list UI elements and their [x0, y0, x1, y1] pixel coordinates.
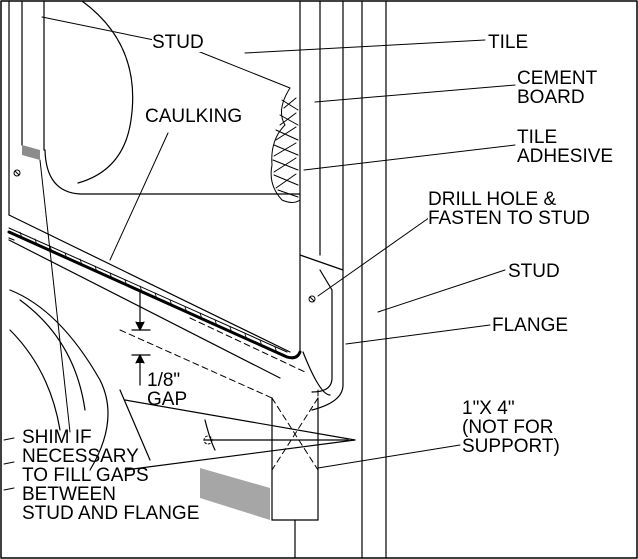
label-tile-adhesive-line2: ADHESIVE: [517, 146, 614, 167]
label-cement-board-line1: CEMENT: [517, 68, 598, 89]
label-drill-hole-line1: DRILL HOLE &: [428, 189, 557, 210]
label-shim: SHIM IF NECESSARY TO FILL GAPS BETWEEN S…: [22, 428, 199, 523]
tub-deck: [8, 214, 291, 379]
label-gap-line2: GAP: [147, 389, 188, 410]
screw-left: [13, 169, 21, 177]
label-shim-line1: SHIM IF: [22, 427, 92, 448]
label-tile-adhesive: TILE ADHESIVE: [517, 127, 614, 167]
label-tile-adhesive-line1: TILE: [517, 127, 558, 148]
label-cement-board: CEMENT BOARD: [517, 68, 598, 108]
right-stud: [342, 0, 387, 559]
label-board-line1: 1"X 4": [462, 398, 515, 419]
label-gap-line1: 1/8": [147, 370, 181, 391]
shim-ticks: [3, 437, 15, 491]
left-stud: [8, 0, 45, 216]
shim-bottom: [200, 468, 270, 520]
label-gap: 1/8" GAP: [147, 371, 187, 409]
shim-top: [22, 145, 40, 160]
label-cement-board-line2: BOARD: [517, 87, 585, 108]
tile-wall: [299, 0, 344, 353]
label-tile: TILE: [488, 32, 529, 53]
label-shim-line4: BETWEEN: [22, 484, 116, 505]
screw-flange: [308, 295, 316, 303]
leader-lines: [39, 16, 516, 469]
tub-wall: [44, 0, 301, 195]
label-drill-hole-line2: FASTEN TO STUD: [428, 208, 590, 229]
label-flange: FLANGE: [492, 315, 569, 336]
caulking-bead: [7, 227, 302, 360]
tub-curves: [9, 289, 216, 471]
label-drill-hole: DRILL HOLE & FASTEN TO STUD: [428, 190, 590, 228]
label-board-line2: (NOT FOR: [462, 417, 554, 438]
label-stud-right: STUD: [508, 261, 560, 282]
label-shim-line2: NECESSARY: [22, 446, 139, 467]
label-board-line3: SUPPORT): [462, 436, 560, 457]
label-stud-top: STUD: [152, 32, 204, 53]
label-shim-line3: TO FILL GAPS: [22, 465, 149, 486]
label-caulking: CAULKING: [145, 106, 243, 127]
tile-adhesive: [270, 87, 301, 203]
gap-dimension: [131, 289, 151, 386]
flange: [299, 254, 344, 411]
label-shim-line5: STUD AND FLANGE: [22, 503, 200, 524]
screw-bottom: [203, 435, 213, 445]
support-board: [124, 397, 356, 559]
label-board: 1"X 4" (NOT FOR SUPPORT): [462, 399, 560, 456]
